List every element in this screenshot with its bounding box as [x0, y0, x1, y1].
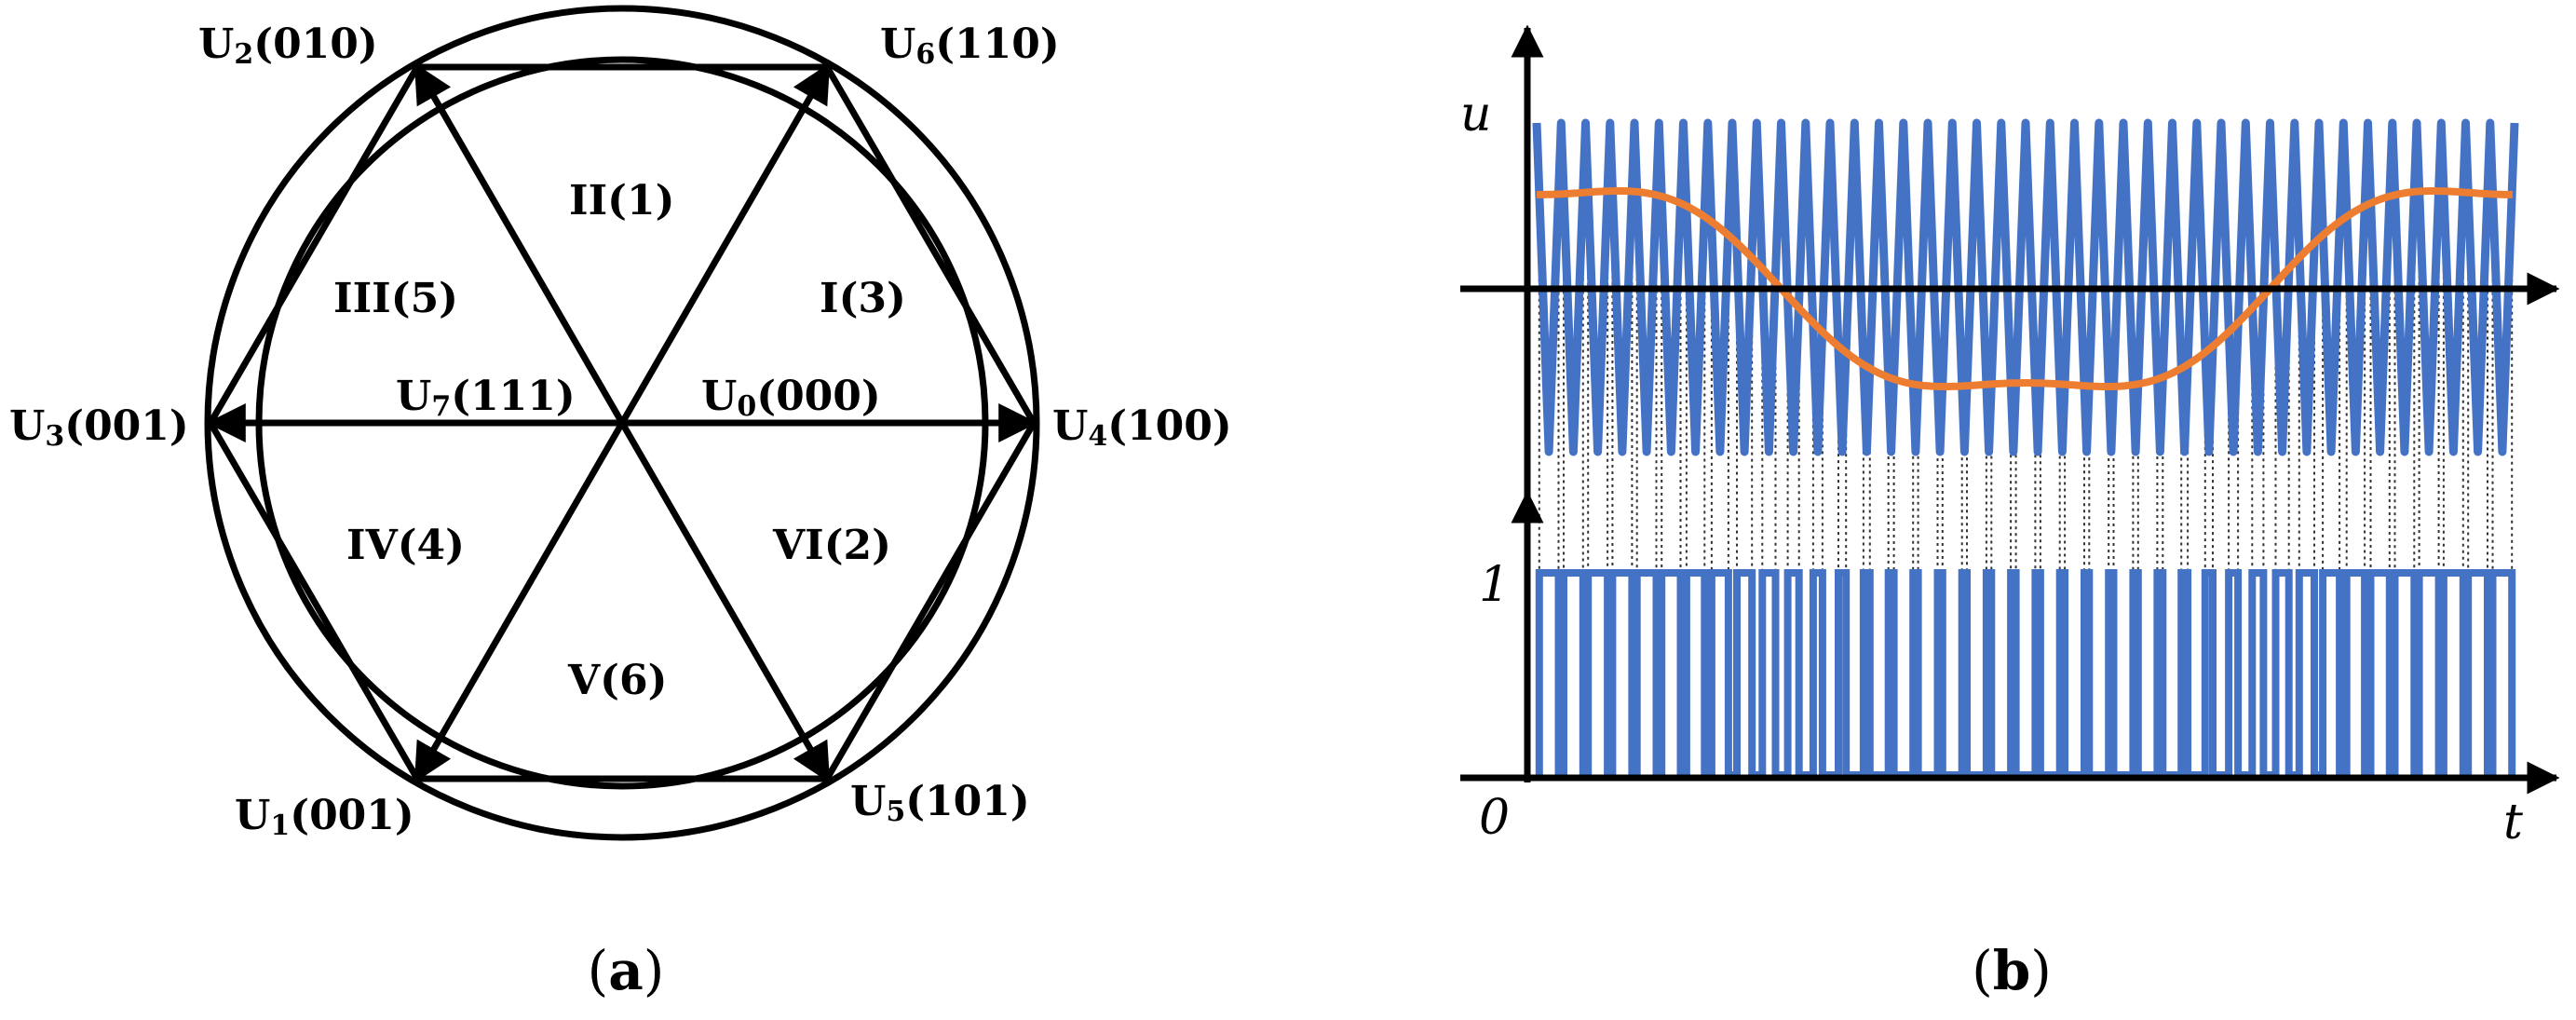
sector-label-1: I(3)	[820, 275, 906, 322]
caption-a: (a)	[588, 939, 665, 1002]
sector-label-6: VI(2)	[772, 522, 891, 569]
y-axis-label: u	[1460, 87, 1492, 143]
caption-b: (b)	[1972, 939, 2052, 1002]
carrier-polyline	[1532, 118, 2519, 456]
vector-label-u4: U4(100)	[1052, 402, 1232, 453]
x-axis-label: t	[2503, 795, 2523, 850]
vector-label-u5: U5(101)	[850, 778, 1030, 828]
origin-label: 0	[1479, 790, 1510, 846]
vector-label-u3: U3(001)	[9, 402, 189, 453]
sector-label-2: II(1)	[569, 177, 674, 224]
sector-label-3: III(5)	[333, 275, 458, 322]
pwm-waveform-plot: u t 1 0 (b)	[1460, 24, 2560, 1002]
sector-label-5: V(6)	[567, 657, 667, 704]
space-vector-diagram: U4(100) U6(110) U2(010) U3(001) U1(001) …	[9, 5, 1232, 1002]
vector-label-u2: U2(010)	[198, 20, 378, 71]
sector-label-4: IV(4)	[346, 522, 465, 569]
vector-arrow-u6	[618, 62, 832, 425]
pwm-pulse-train	[1535, 569, 2516, 779]
level-one-label: 1	[1479, 557, 1510, 613]
zero-vector-label-u0: U0(000)	[701, 373, 881, 423]
pulse-polyline	[1535, 569, 2516, 779]
vector-arrow-u2	[413, 62, 626, 425]
modulating-polyline	[1536, 187, 2514, 390]
saddle-modulating-wave	[1536, 187, 2514, 390]
vector-arrow-u5	[618, 421, 832, 783]
vector-arrows	[206, 62, 1038, 783]
triangular-carrier-wave	[1532, 118, 2519, 456]
zero-vector-label-u7: U7(111)	[396, 373, 576, 423]
vector-arrow-u1	[413, 421, 626, 783]
vector-label-u6: U6(110)	[880, 20, 1060, 71]
vector-label-u1: U1(001)	[235, 792, 414, 842]
